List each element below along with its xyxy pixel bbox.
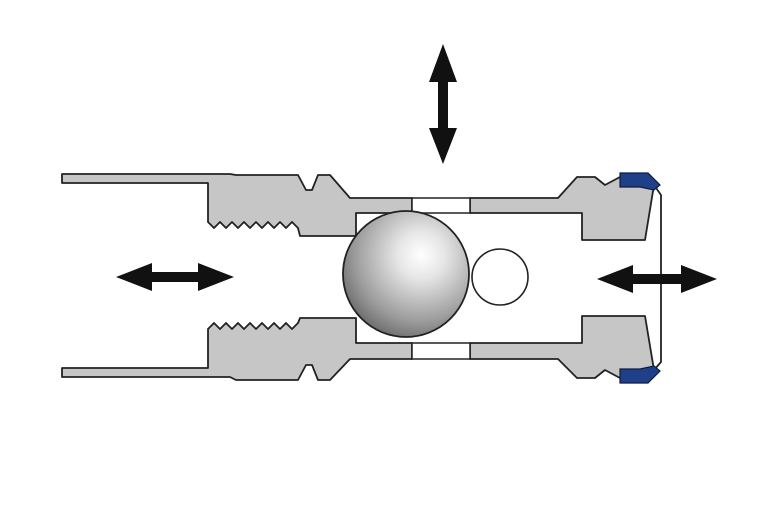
lower-seal [619, 365, 661, 384]
port-slots [411, 197, 471, 360]
valve-ball [342, 210, 470, 338]
arrows [116, 44, 717, 293]
lower-body-wall [61, 317, 413, 381]
upper-body-wall [61, 173, 413, 237]
upper-port-slot [411, 197, 471, 214]
port-opening [471, 248, 529, 306]
vertical-arrow [429, 44, 457, 164]
right-horizontal-arrow [597, 265, 717, 293]
upper-seal [619, 172, 661, 191]
left-horizontal-arrow [116, 263, 234, 291]
valve-body [61, 173, 662, 381]
end-seal-ring [619, 172, 661, 384]
lower-port-slot [411, 342, 471, 360]
